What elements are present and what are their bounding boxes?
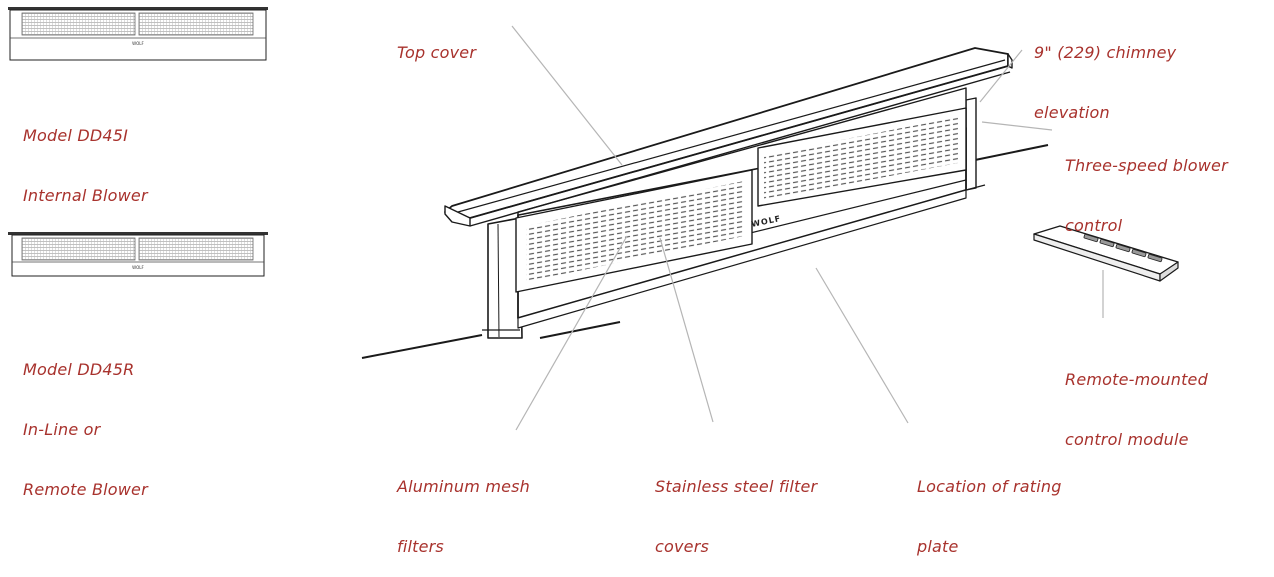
label-blower-control: Three-speed blower control — [1065, 156, 1228, 235]
leader-lines — [511, 25, 1104, 431]
label-filter-covers: Stainless steel filter covers — [655, 477, 818, 556]
thumb1-logo: WOLF — [132, 41, 144, 46]
leader-chimney — [979, 49, 1023, 103]
label-model-dd45r: Model DD45R In-Line or Remote Blower — [23, 360, 148, 499]
label-chimney-elevation: 9" (229) chimney elevation — [1034, 43, 1177, 122]
thumbnail-dd45r: WOLF — [8, 232, 268, 277]
downdraft-unit — [444, 47, 1013, 339]
label-model-dd45i: Model DD45I Internal Blower — [23, 126, 148, 205]
thumbnail-dd45i: WOLF — [8, 7, 268, 61]
leader-rating-plate — [815, 267, 909, 424]
remote-control-module — [1033, 225, 1179, 282]
leader-filter-covers — [659, 237, 714, 423]
label-rating-plate: Location of rating plate — [917, 477, 1062, 556]
countertop-edge — [361, 144, 1049, 359]
label-mesh-filters: Aluminum mesh filters — [397, 477, 531, 556]
label-remote-module: Remote-mounted control module — [1065, 370, 1208, 449]
leader-blower-control — [981, 121, 1053, 131]
downdraft-illustration: WOLF WOLF — [8, 7, 1179, 431]
leader-mesh-filters — [515, 235, 628, 431]
label-top-cover: Top cover — [397, 43, 477, 62]
thumb2-logo: WOLF — [132, 265, 144, 270]
leader-top-cover — [511, 25, 623, 166]
